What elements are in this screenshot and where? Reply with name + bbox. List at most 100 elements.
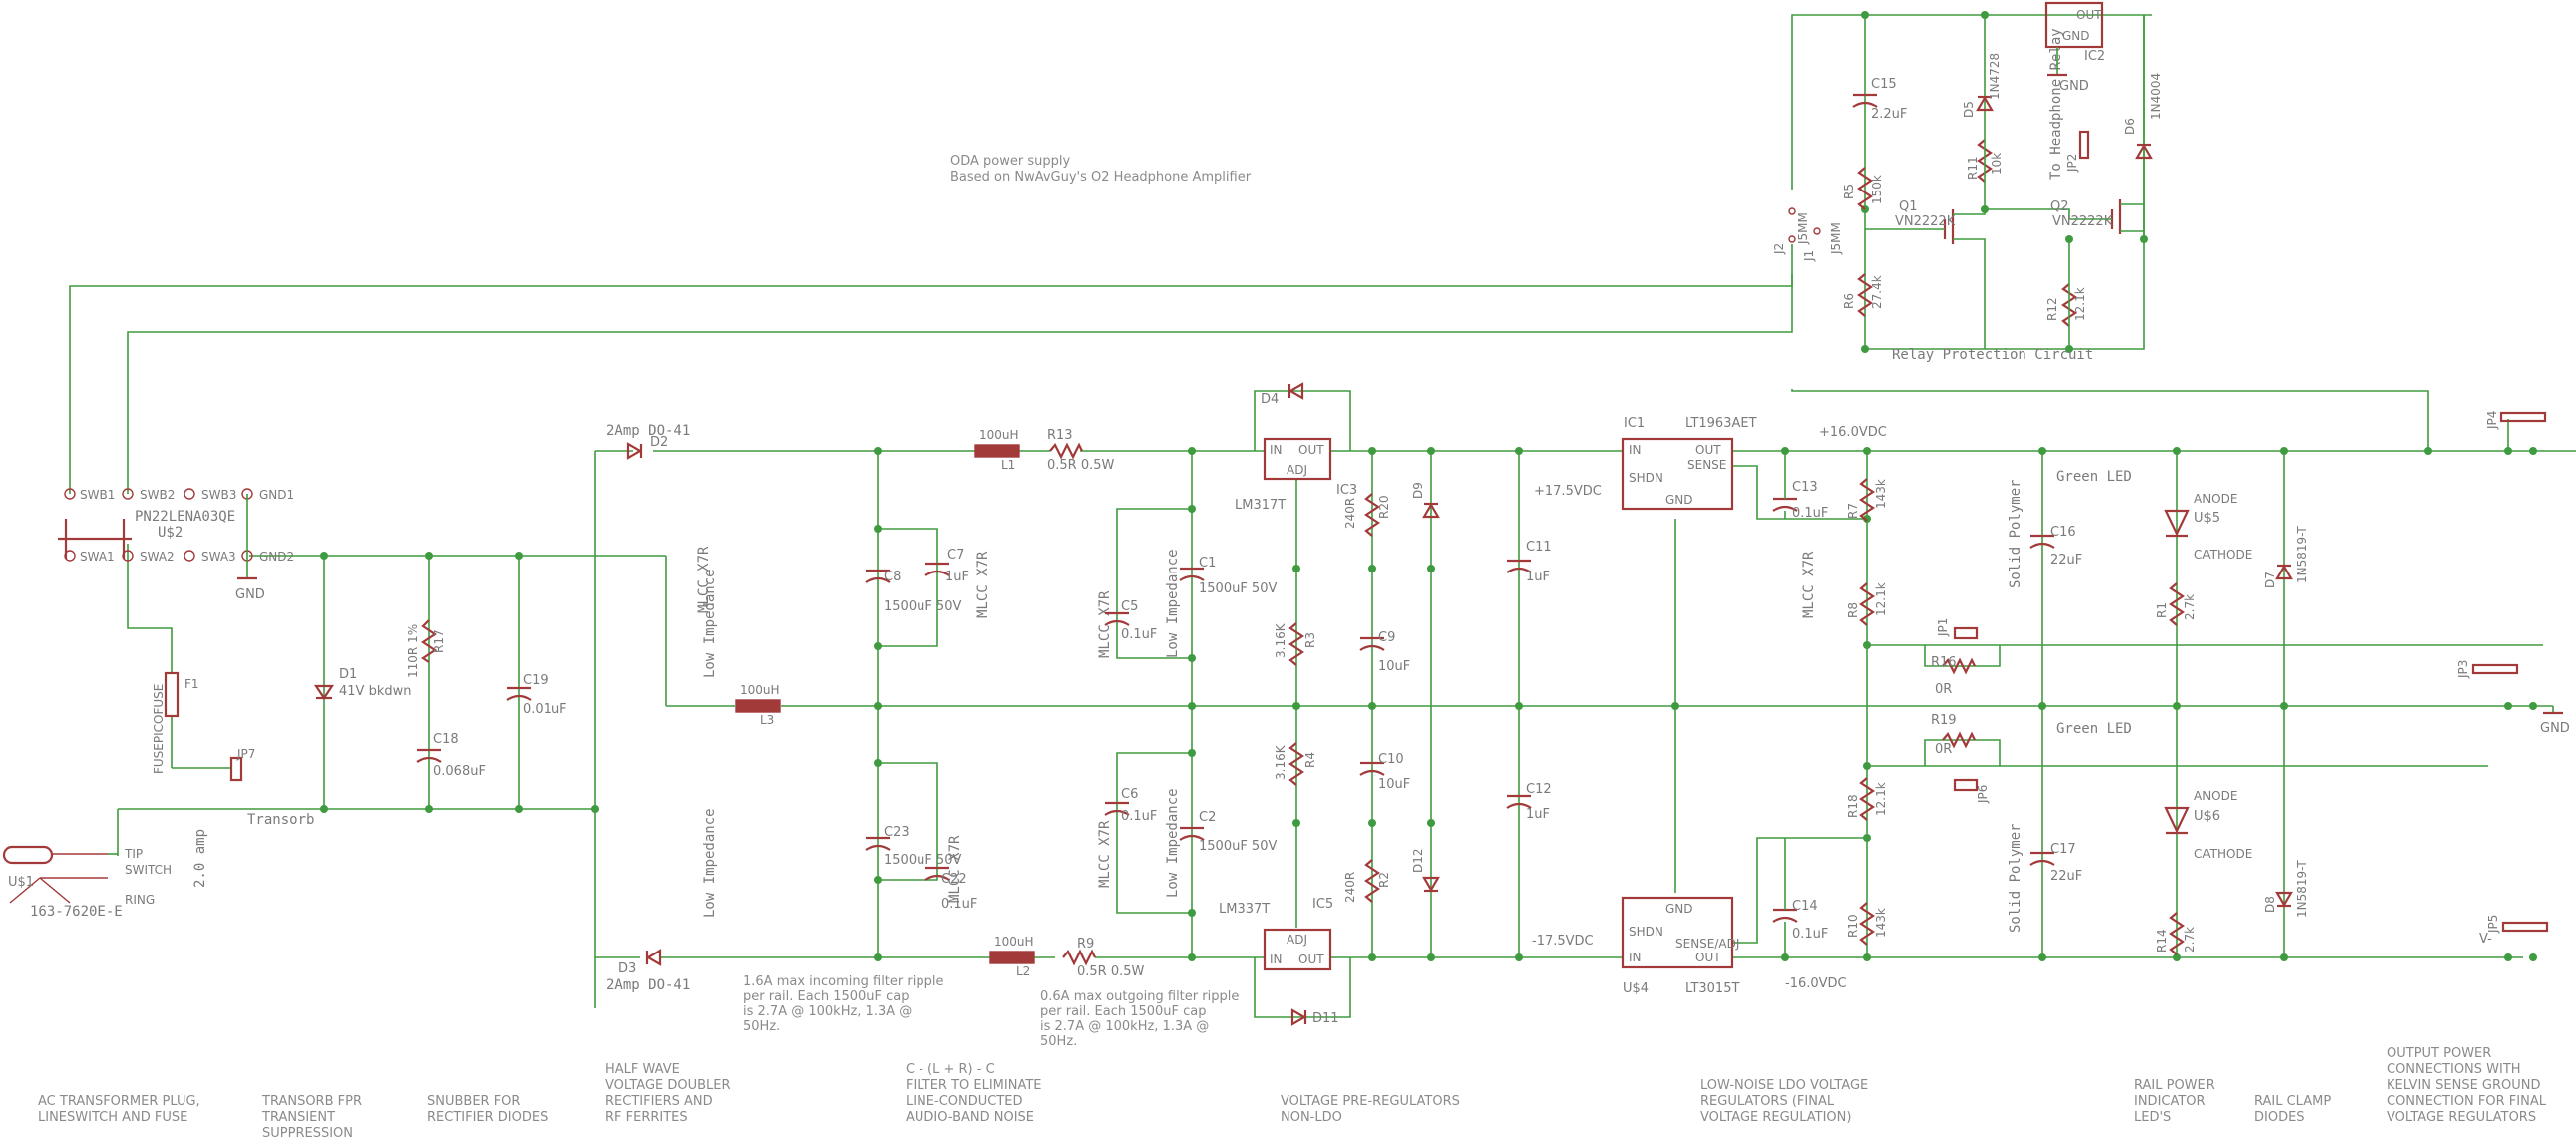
capacitor-c11: C11 1uF bbox=[1506, 540, 1552, 584]
v-minus-label: V- bbox=[2479, 932, 2492, 947]
header-jp4: JP4 bbox=[2485, 411, 2547, 451]
j2-label: J2 bbox=[1772, 243, 1786, 255]
ripple-out-line-3: is 2.7A @ 100kHz, 1.3A @ bbox=[1040, 1019, 1209, 1034]
mosfet-q2: Q2 VN2222K bbox=[1985, 199, 2144, 234]
capacitor-c16: C16 22uF bbox=[2029, 525, 2082, 568]
resistor-r1: 2.7k R1 bbox=[2155, 582, 2197, 626]
header-jp5: JP5 V- bbox=[2479, 915, 2549, 947]
section-ac-2: LINESWITCH AND FUSE bbox=[38, 1110, 187, 1125]
q2-part: VN2222K bbox=[2052, 214, 2113, 229]
r4-value: 3.16K bbox=[1274, 744, 1288, 780]
section-hw-1: HALF WAVE bbox=[605, 1062, 680, 1077]
low-impedance-2: Low Impedance bbox=[702, 808, 718, 918]
ic3-out: OUT bbox=[1298, 443, 1324, 457]
d11-label: D11 bbox=[1312, 1011, 1339, 1026]
jack-j2: J2 J5MM bbox=[1772, 207, 1810, 255]
low-impedance-3: Low Impedance bbox=[1165, 549, 1181, 658]
u4-label: U$4 bbox=[1623, 981, 1649, 996]
u6-cathode: CATHODE bbox=[2194, 847, 2252, 861]
diode-d4: D4 bbox=[1254, 382, 1351, 451]
diode-d8: D8 1N5819-T bbox=[2263, 860, 2309, 918]
r6-label: R6 bbox=[1842, 293, 1856, 309]
relay-header-jp2: JP2 To Headphone Relay bbox=[2048, 28, 2090, 180]
section-labels: AC TRANSFORMER PLUG, LINESWITCH AND FUSE… bbox=[38, 1046, 2547, 1141]
ic2-label: IC2 bbox=[2084, 49, 2105, 64]
c14-value: 0.1uF bbox=[1792, 927, 1828, 942]
ripple-in-line-2: per rail. Each 1500uF cap bbox=[743, 989, 910, 1004]
capacitor-c18: C18 0.068uF bbox=[416, 732, 486, 779]
section-out-1: OUTPUT POWER bbox=[2387, 1046, 2491, 1061]
section-hw-4: RF FERRITES bbox=[605, 1110, 688, 1125]
r13-label: R13 bbox=[1047, 428, 1073, 443]
resistor-r12: R12 12.1k bbox=[2045, 239, 2087, 349]
title-block: ODA power supply Based on NwAvGuy's O2 H… bbox=[950, 154, 1252, 185]
section-snub-2: RECTIFIER DIODES bbox=[427, 1110, 548, 1125]
c23-value: 1500uF 50V bbox=[884, 853, 961, 868]
ic1-out: OUT bbox=[1695, 443, 1721, 457]
resistor-r18: 12.1k R18 bbox=[1846, 777, 1888, 821]
gnd-out-label: GND bbox=[2540, 721, 2570, 736]
diode-d9: D9 bbox=[1411, 482, 1440, 519]
c13-value: 0.1uF bbox=[1792, 506, 1828, 521]
j1-label: J1 bbox=[1802, 250, 1816, 262]
c19-label: C19 bbox=[523, 673, 549, 688]
c9-value: 10uF bbox=[1378, 659, 1410, 674]
resistor-r7: 143k R7 bbox=[1846, 478, 1888, 522]
c11-label: C11 bbox=[1526, 540, 1552, 555]
section-hw-3: RECTIFIERS AND bbox=[605, 1094, 713, 1109]
u4-out: OUT bbox=[1695, 951, 1721, 964]
section-clc-1: C - (L + R) - C bbox=[906, 1062, 995, 1077]
v-pos-reg: +17.5VDC bbox=[1534, 484, 1602, 499]
c18-label: C18 bbox=[433, 732, 459, 747]
r17-value: 110R 1% bbox=[406, 624, 420, 678]
l2-label: L2 bbox=[1016, 964, 1030, 978]
switch-pin-gnd1: GND1 bbox=[259, 488, 294, 502]
resistor-r6: R6 27.4k bbox=[1842, 273, 1884, 317]
resistor-r3: 3.16K R3 bbox=[1274, 622, 1317, 666]
section-snub-1: SNUBBER FOR bbox=[427, 1094, 520, 1109]
j1-part: J5MM bbox=[1829, 222, 1843, 255]
mlcc-label-1: MLCC X7R bbox=[696, 546, 712, 613]
capacitor-c8: C8 1500uF 50V bbox=[865, 569, 961, 614]
section-pre-1: VOLTAGE PRE-REGULATORS bbox=[1281, 1094, 1460, 1109]
jp4-label: JP4 bbox=[2485, 411, 2499, 430]
c16-value: 22uF bbox=[2050, 553, 2082, 568]
v-pos-out: +16.0VDC bbox=[1819, 425, 1887, 440]
jp1-label: JP1 bbox=[1936, 618, 1950, 637]
d2-value: 2Amp DO-41 bbox=[606, 423, 690, 439]
section-tvs-3: SUPPRESSION bbox=[262, 1126, 353, 1141]
plug-switch: SWITCH bbox=[125, 863, 172, 877]
q1-part: VN2222K bbox=[1895, 214, 1956, 229]
c10-value: 10uF bbox=[1378, 777, 1410, 792]
ic5-in: IN bbox=[1270, 953, 1283, 966]
capacitor-c23: C23 1500uF 50V bbox=[865, 825, 961, 868]
section-out-4: CONNECTION FOR FINAL bbox=[2387, 1094, 2547, 1109]
switch-u2: SWB1 SWB2 SWB3 GND1 SWA1 SWA2 SWA3 GND2 … bbox=[58, 488, 294, 602]
gnd-symbol-label: GND bbox=[235, 587, 265, 602]
r19-label: R19 bbox=[1931, 713, 1957, 728]
c7-value: 1uF bbox=[945, 570, 969, 584]
section-led-2: INDICATOR bbox=[2134, 1094, 2206, 1109]
u5-label: U$5 bbox=[2194, 511, 2220, 526]
ripple-in-line-1: 1.6A max incoming filter ripple bbox=[743, 974, 943, 989]
d8-label: D8 bbox=[2263, 896, 2277, 913]
c6-label: C6 bbox=[1121, 787, 1138, 802]
d9-label: D9 bbox=[1411, 482, 1425, 499]
resistor-r14: 2.7k R14 bbox=[2155, 912, 2197, 955]
c14-label: C14 bbox=[1792, 899, 1818, 914]
r3-label: R3 bbox=[1303, 632, 1317, 648]
r3-value: 3.16K bbox=[1274, 622, 1288, 658]
d7-label: D7 bbox=[2263, 572, 2277, 588]
capacitor-c22: C22 0.1uF bbox=[924, 866, 977, 912]
ripple-note-out: 0.6A max outgoing filter ripple per rail… bbox=[1040, 989, 1239, 1049]
ic1-in: IN bbox=[1629, 443, 1642, 457]
d3-value: 2Amp DO-41 bbox=[606, 977, 690, 993]
capacitor-c5: C5 0.1uF bbox=[1104, 599, 1157, 642]
r14-value: 2.7k bbox=[2183, 927, 2197, 953]
capacitor-c7: C7 1uF bbox=[924, 548, 969, 584]
c5-label: C5 bbox=[1121, 599, 1138, 614]
switch-pin-swb2: SWB2 bbox=[140, 488, 175, 502]
capacitor-c14: C14 0.1uF bbox=[1772, 838, 1828, 957]
ic3-in: IN bbox=[1270, 443, 1283, 457]
